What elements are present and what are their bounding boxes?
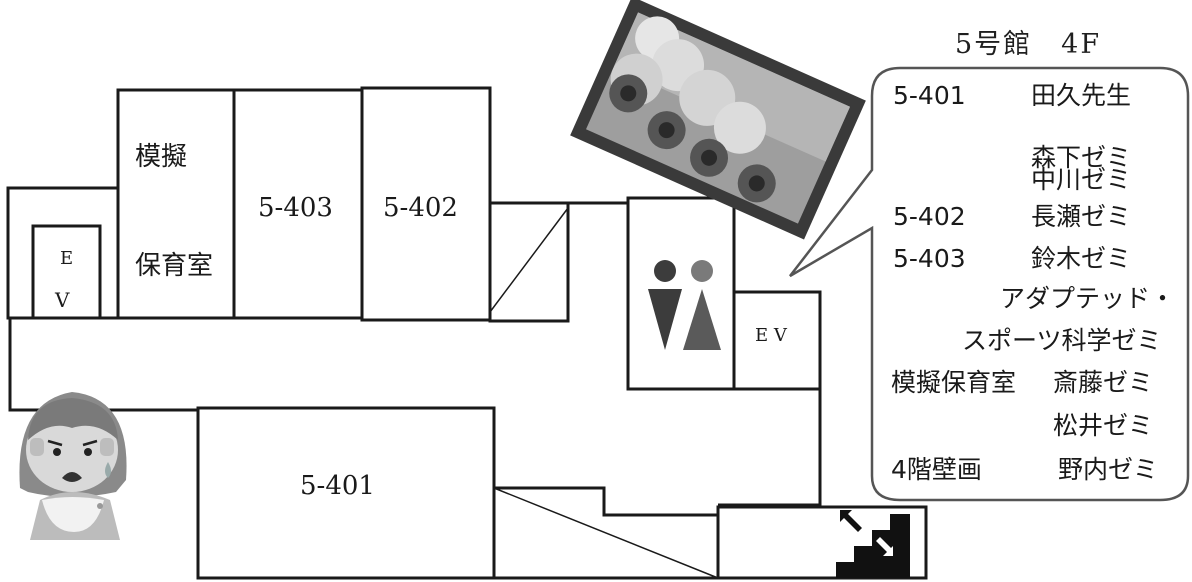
restroom — [626, 196, 736, 391]
corridor-diagonal — [493, 487, 719, 579]
ev-right-label: E V — [755, 325, 788, 346]
room-5-402: 5-402 — [360, 86, 492, 322]
mock-nursery-label-1: 模擬 — [135, 142, 187, 172]
legend-room-5-402: 5-402 — [893, 202, 966, 231]
legend-bubble: 5-401 田久先生 森下ゼミ 中川ゼミ 5-402 長瀬ゼミ 5-403 鈴木… — [789, 66, 1190, 502]
elevator-left-box — [31, 224, 102, 320]
ev-left-label-v: V — [54, 288, 70, 312]
wall-painting-illustration — [570, 0, 866, 240]
legend-seminar: 野内ゼミ — [1058, 455, 1158, 484]
legend-seminar: 松井ゼミ — [1053, 411, 1153, 440]
legend-seminar: 斎藤ゼミ — [1053, 368, 1153, 397]
room-mock-nursery: 模擬 保育室 — [116, 88, 236, 320]
legend-seminar: スポーツ科学ゼミ — [962, 326, 1162, 355]
legend-seminar: 鈴木ゼミ — [1031, 244, 1131, 273]
mock-nursery-label-2: 保育室 — [135, 251, 213, 281]
legend-room-5-403: 5-403 — [893, 244, 966, 273]
elevator-left: E V — [6, 186, 120, 320]
legend-seminar: アダプテッド・ — [1000, 284, 1175, 313]
legend-seminar: 田久先生 — [1031, 81, 1131, 110]
legend-seminar: 長瀬ゼミ — [1031, 202, 1131, 231]
worried-girl-illustration — [19, 392, 127, 540]
stairs-box — [716, 505, 928, 580]
restroom-icon — [648, 260, 721, 350]
legend-room-5-401: 5-401 — [893, 81, 966, 110]
room-5-401: 5-401 — [196, 406, 496, 580]
legend-seminar: 中川ゼミ — [1031, 165, 1131, 194]
building-title: 5号館 4F — [955, 29, 1102, 60]
legend-room-mock-nursery: 模擬保育室 — [891, 368, 1016, 397]
stairs-icon — [836, 510, 910, 578]
room-5-403-label: 5-403 — [258, 193, 333, 223]
elevator-right: E V — [732, 290, 822, 391]
room-5-402-label: 5-402 — [383, 193, 458, 223]
legend-seminar: 森下ゼミ — [1031, 143, 1131, 172]
stairwell-upper — [488, 201, 570, 323]
room-5-401-label: 5-401 — [300, 471, 375, 501]
legend-room-mural: 4階壁画 — [891, 455, 982, 484]
ev-left-label-e: E — [60, 248, 73, 269]
room-5-403: 5-403 — [232, 88, 364, 320]
